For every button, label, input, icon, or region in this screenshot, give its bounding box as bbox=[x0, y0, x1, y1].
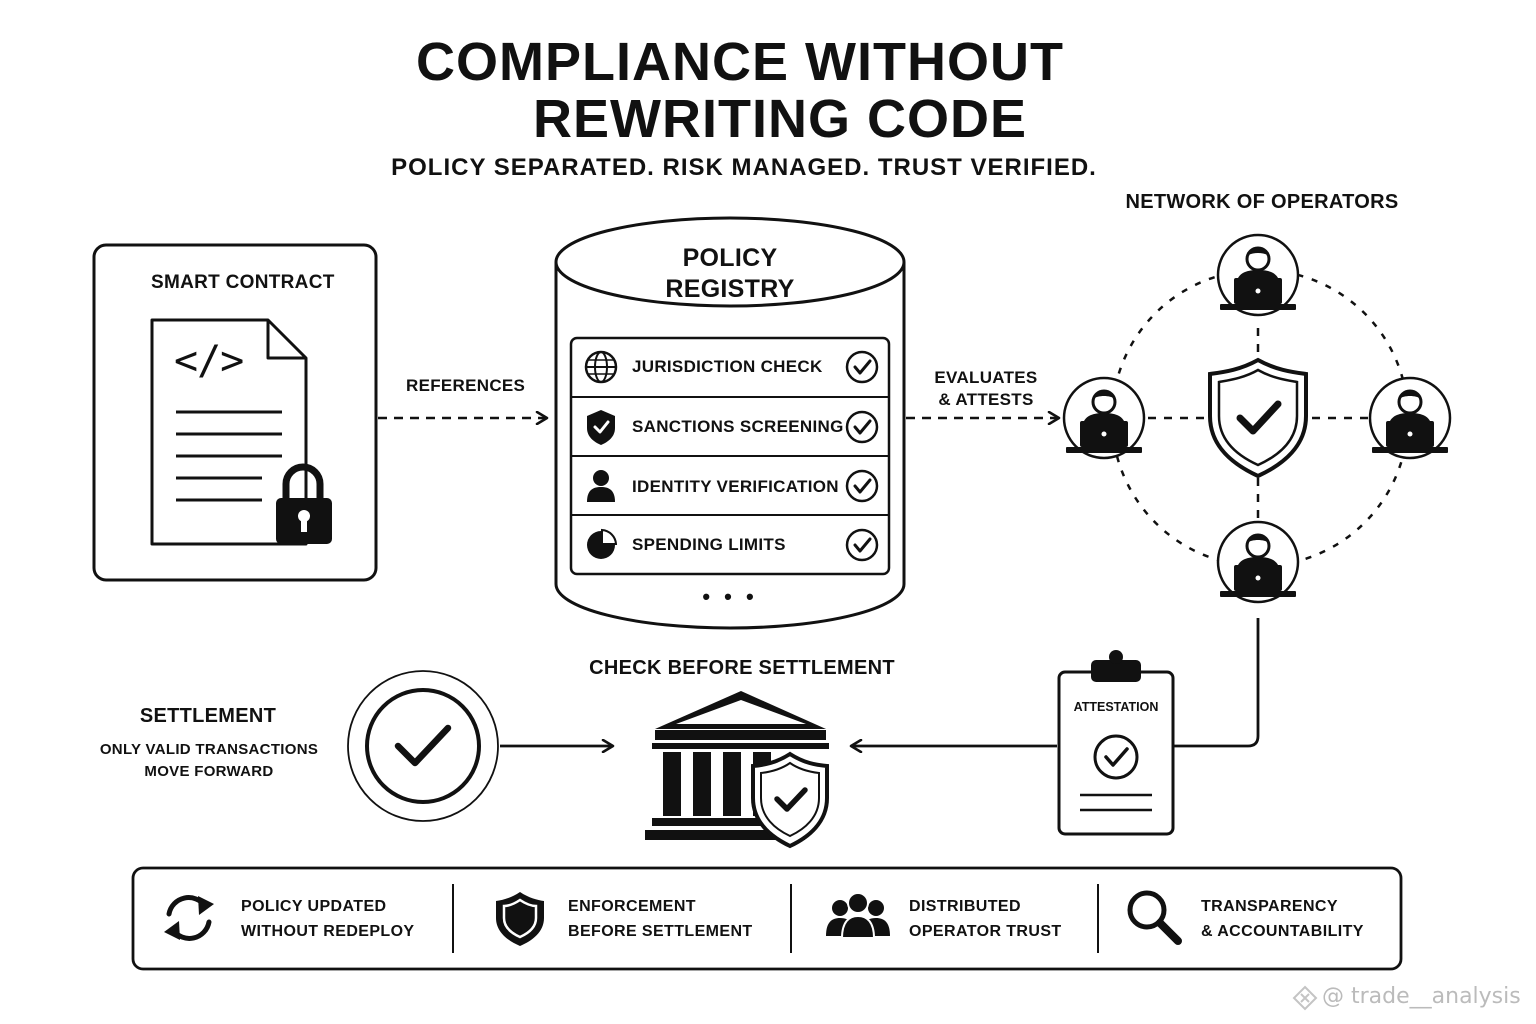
policy-registry-title-line2: REGISTRY bbox=[665, 275, 795, 303]
row-check-icon bbox=[845, 410, 879, 444]
check-before-settlement-title: CHECK BEFORE SETTLEMENT bbox=[589, 657, 895, 679]
operator-bottom-icon bbox=[1216, 520, 1300, 604]
watermark-logo-icon bbox=[1292, 985, 1318, 1011]
evaluates-label-line1: EVALUATES bbox=[934, 368, 1038, 387]
group-icon bbox=[826, 892, 890, 939]
policy-registry-cylinder bbox=[554, 216, 906, 630]
page-title-line2: REWRITING CODE bbox=[533, 89, 1027, 149]
shield-icon bbox=[496, 892, 544, 946]
row-check-group bbox=[845, 350, 879, 562]
smart-contract-label: SMART CONTRACT bbox=[151, 272, 335, 293]
feature-distributed-trust: DISTRIBUTED OPERATOR TRUST bbox=[909, 894, 1062, 944]
settlement-desc-line1: ONLY VALID TRANSACTIONS bbox=[99, 741, 319, 758]
operator-left-icon bbox=[1062, 376, 1146, 460]
globe-icon bbox=[584, 350, 618, 384]
evaluates-label: EVALUATES & ATTESTS bbox=[920, 367, 1052, 411]
feature-1-line2: WITHOUT REDEPLOY bbox=[241, 923, 415, 940]
padlock-icon bbox=[276, 463, 332, 544]
operator-to-attestation-line bbox=[1174, 618, 1260, 748]
references-label: REFERENCES bbox=[406, 376, 526, 395]
row-check-icon bbox=[845, 350, 879, 384]
person-icon bbox=[587, 470, 615, 502]
feature-2-line2: BEFORE SETTLEMENT bbox=[568, 923, 753, 940]
operator-top-icon bbox=[1216, 233, 1300, 317]
settlement-title: SETTLEMENT bbox=[139, 705, 277, 727]
feature-3-line2: OPERATOR TRUST bbox=[909, 923, 1062, 940]
policy-row-sanctions: SANCTIONS SCREENING bbox=[632, 417, 844, 436]
features-box bbox=[131, 866, 1403, 971]
watermark-text: @ trade__analysis bbox=[1322, 984, 1521, 1009]
feature-enforcement: ENFORCEMENT BEFORE SETTLEMENT bbox=[568, 894, 753, 944]
bank-shield-icon bbox=[751, 751, 829, 849]
row-check-icon bbox=[845, 469, 879, 503]
code-document-icon bbox=[150, 318, 308, 546]
evaluates-label-line2: & ATTESTS bbox=[938, 390, 1034, 409]
operator-right-icon bbox=[1368, 376, 1452, 460]
refresh-icon bbox=[164, 895, 214, 941]
shield-check-icon bbox=[587, 410, 615, 445]
bank-icon bbox=[645, 691, 829, 840]
attestation-clipboard bbox=[1057, 650, 1175, 836]
row-check-icon bbox=[845, 528, 879, 562]
settlement-desc-line2: MOVE FORWARD bbox=[144, 763, 274, 780]
feature-4-line2: & ACCOUNTABILITY bbox=[1201, 923, 1364, 940]
feature-3-line1: DISTRIBUTED bbox=[909, 898, 1021, 915]
operators-group bbox=[1062, 233, 1452, 604]
magnifier-icon bbox=[1127, 890, 1182, 945]
central-shield-icon bbox=[1208, 357, 1308, 479]
pie-chart-icon bbox=[587, 528, 618, 559]
attestation-label: ATTESTATION bbox=[1073, 700, 1159, 714]
feature-2-line1: ENFORCEMENT bbox=[568, 898, 696, 915]
feature-4-line1: TRANSPARENCY bbox=[1201, 898, 1338, 915]
code-glyph: </> bbox=[174, 338, 244, 384]
policy-registry-title-line1: POLICY bbox=[682, 244, 778, 272]
feature-transparency: TRANSPARENCY & ACCOUNTABILITY bbox=[1201, 894, 1364, 944]
settlement-check-icon bbox=[347, 670, 499, 822]
network-title: NETWORK OF OPERATORS bbox=[1125, 191, 1399, 213]
policy-row-identity: IDENTITY VERIFICATION bbox=[632, 477, 839, 496]
page-title-line1: COMPLIANCE WITHOUT bbox=[416, 32, 1064, 92]
registry-ellipsis: • • • bbox=[702, 584, 758, 609]
feature-policy-updated: POLICY UPDATED WITHOUT REDEPLOY bbox=[241, 894, 415, 944]
feature-1-line1: POLICY UPDATED bbox=[241, 898, 387, 915]
policy-registry-title: POLICY REGISTRY bbox=[556, 243, 904, 305]
policy-row-spending: SPENDING LIMITS bbox=[632, 535, 786, 554]
policy-row-jurisdiction: JURISDICTION CHECK bbox=[632, 357, 823, 376]
page-subtitle: POLICY SEPARATED. RISK MANAGED. TRUST VE… bbox=[391, 154, 1097, 181]
smart-contract-box bbox=[92, 243, 378, 582]
settlement-description: ONLY VALID TRANSACTIONS MOVE FORWARD bbox=[84, 739, 334, 783]
